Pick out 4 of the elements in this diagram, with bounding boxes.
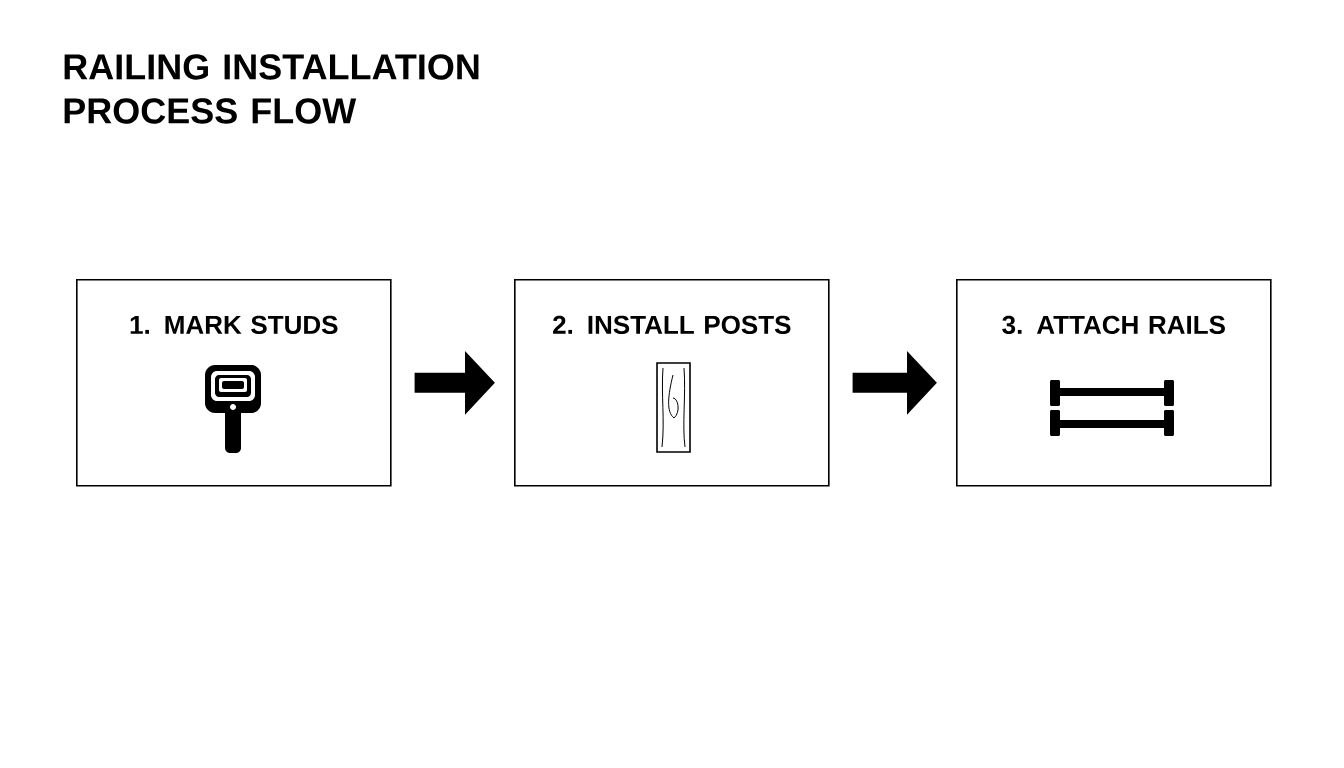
step-box: 1. MARK STUDS	[76, 279, 392, 487]
title: RAILING INSTALLATION PROCESS FLOW	[64, 54, 479, 124]
step-box: 3. ATTACH RAILS	[956, 279, 1272, 487]
step-box: 2. INSTALL POSTS	[514, 279, 830, 487]
